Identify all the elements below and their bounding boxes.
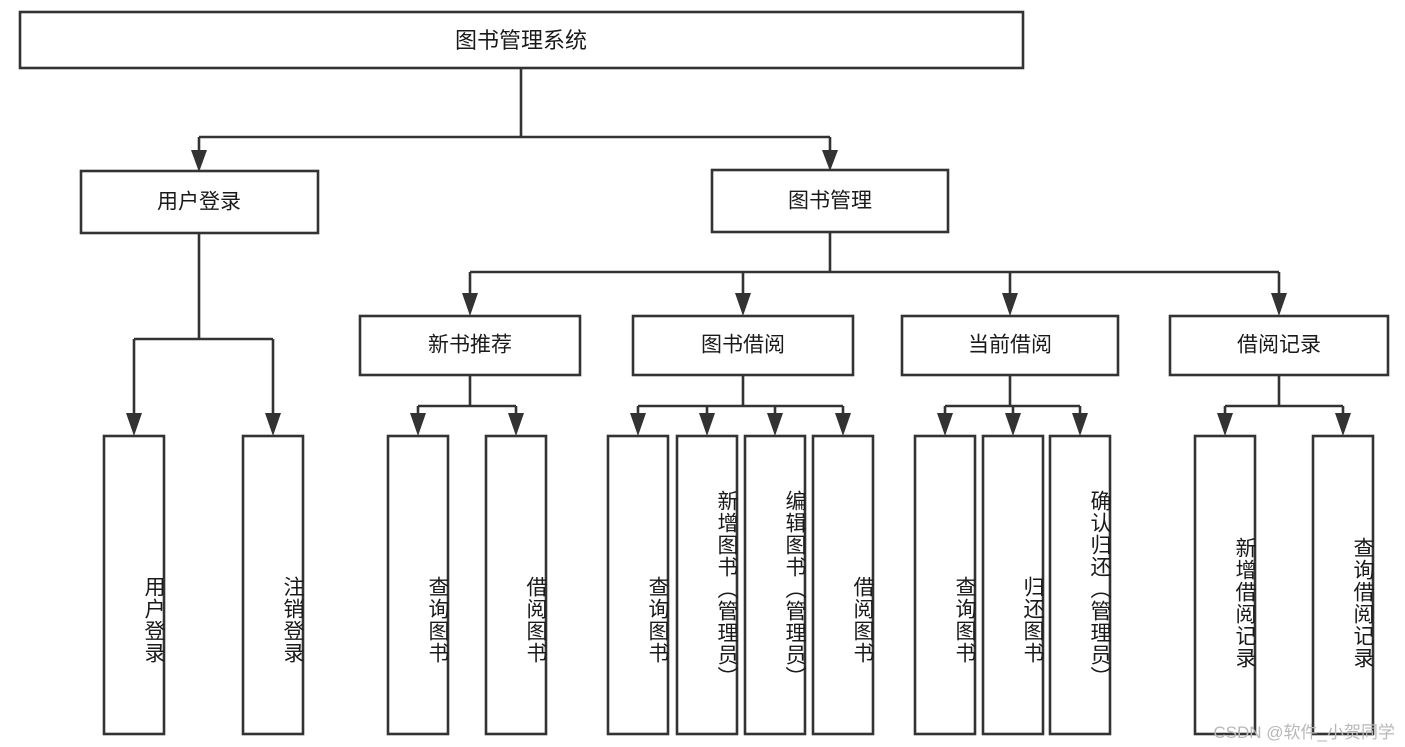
node-new-book-recommend-box[interactable] <box>358 314 582 377</box>
node-current-borrow[interactable]: 当前借阅 <box>900 314 1120 377</box>
connector-book-mgmt-to-level3 <box>462 232 1287 316</box>
arrowhead-leaf-9 <box>937 413 953 436</box>
connector-current-borrow-to-leaves <box>937 375 1088 436</box>
node-user-login-box[interactable] <box>79 169 320 235</box>
leaf-box-query-book-1[interactable] <box>386 434 450 736</box>
node-root[interactable]: 图书管理系统 <box>18 10 1025 70</box>
connector-borrow-to-leaves <box>630 375 851 436</box>
leaf-box-query-record[interactable] <box>1311 434 1375 736</box>
arrowhead-to-current-borrow <box>1002 293 1018 316</box>
arrowhead-leaf-13 <box>1335 413 1351 436</box>
arrowhead-leaf-8 <box>835 413 851 436</box>
node-book-borrow-box[interactable] <box>631 314 855 377</box>
arrowhead-to-borrow <box>735 293 751 316</box>
arrowhead-leaf-2 <box>265 413 281 436</box>
leaf-box-query-book-3[interactable] <box>913 434 977 736</box>
leaf-box-query-book-2[interactable] <box>606 434 670 736</box>
node-book-management[interactable]: 图书管理 <box>710 168 950 234</box>
leaf-box-borrow-book-1[interactable] <box>484 434 548 736</box>
node-root-box[interactable] <box>18 10 1025 70</box>
leaf-box-add-book[interactable] <box>675 434 739 736</box>
leaf-box-add-record[interactable] <box>1193 434 1257 736</box>
arrowhead-to-new-book <box>462 293 478 316</box>
node-book-borrow[interactable]: 图书借阅 <box>631 314 855 377</box>
node-book-management-label: 图书管理 <box>788 190 872 213</box>
arrowhead-to-book-mgmt <box>822 150 838 171</box>
arrowhead-leaf-11 <box>1072 413 1088 436</box>
arrowhead-leaf-12 <box>1217 413 1233 436</box>
node-book-borrow-label: 图书借阅 <box>701 334 785 357</box>
node-current-borrow-box[interactable] <box>900 314 1120 377</box>
connector-borrow-record-to-leaves <box>1217 375 1351 436</box>
arrowhead-leaf-10 <box>1005 413 1021 436</box>
node-borrow-record-label: 借阅记录 <box>1237 334 1321 357</box>
leaf-box-logout[interactable] <box>241 434 305 736</box>
arrowhead-leaf-3 <box>410 413 426 436</box>
arrowhead-leaf-6 <box>699 413 715 436</box>
leaf-box-confirm-return[interactable] <box>1048 434 1112 736</box>
node-borrow-record[interactable]: 借阅记录 <box>1168 314 1390 377</box>
arrowhead-to-borrow-record <box>1271 293 1287 316</box>
node-current-borrow-label: 当前借阅 <box>968 334 1052 357</box>
arrowhead-leaf-7 <box>767 413 783 436</box>
leaf-box-borrow-book-2[interactable] <box>811 434 875 736</box>
leaf-box-user-login[interactable] <box>102 434 166 736</box>
csdn-watermark: CSDN @软件_小贺同学 <box>1213 723 1395 742</box>
connector-new-book-to-leaves <box>410 375 524 436</box>
connector-root-to-level2 <box>191 68 838 172</box>
arrowhead-leaf-5 <box>630 413 646 436</box>
arrowhead-leaf-4 <box>508 413 524 436</box>
leaf-box-return-book[interactable] <box>981 434 1045 736</box>
connector-user-login-to-leaves <box>126 233 281 436</box>
node-book-management-box[interactable] <box>710 168 950 234</box>
arrowhead-to-user-login <box>191 150 207 172</box>
node-new-book-recommend[interactable]: 新书推荐 <box>358 314 582 377</box>
leaf-box-edit-book[interactable] <box>743 434 807 736</box>
arrowhead-leaf-1 <box>126 413 142 436</box>
node-root-label: 图书管理系统 <box>455 28 587 53</box>
node-user-login-label: 用户登录 <box>157 191 241 214</box>
node-user-login[interactable]: 用户登录 <box>79 169 320 235</box>
node-borrow-record-box[interactable] <box>1168 314 1390 377</box>
node-new-book-recommend-label: 新书推荐 <box>428 334 512 357</box>
